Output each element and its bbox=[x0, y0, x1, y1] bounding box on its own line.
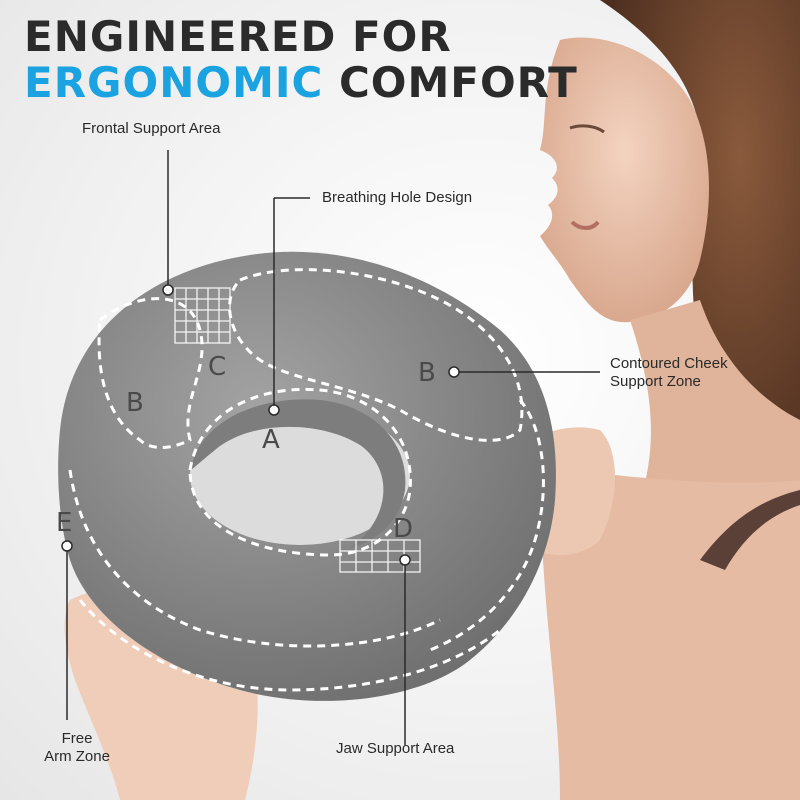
model-figure bbox=[540, 0, 800, 800]
callout-arm-line1: Free bbox=[61, 730, 93, 747]
callout-arm-zone: Free Arm Zone bbox=[42, 730, 112, 766]
dot-arm bbox=[61, 540, 73, 552]
dot-cheek bbox=[448, 366, 460, 378]
callout-cheek-support: Contoured Cheek Support Zone bbox=[610, 355, 728, 391]
headline-accent-word: ERGONOMIC bbox=[24, 58, 324, 107]
dot-jaw bbox=[399, 554, 411, 566]
callout-frontal-support: Frontal Support Area bbox=[82, 120, 221, 137]
callout-lines bbox=[66, 150, 600, 745]
callout-arm-line2: Arm Zone bbox=[44, 748, 110, 765]
pillow bbox=[58, 251, 556, 701]
zone-label-a: A bbox=[262, 425, 280, 455]
zone-label-b-left: B bbox=[126, 388, 144, 418]
zone-label-c: C bbox=[208, 352, 227, 382]
dot-frontal bbox=[162, 284, 174, 296]
callout-cheek-line2: Support Zone bbox=[610, 373, 701, 390]
headline-line1: ENGINEERED FOR bbox=[24, 12, 452, 61]
headline-rest: COMFORT bbox=[338, 58, 578, 107]
headline-line2: ERGONOMIC COMFORT bbox=[24, 62, 578, 104]
dot-breathing bbox=[268, 404, 280, 416]
callout-breathing-hole: Breathing Hole Design bbox=[322, 189, 473, 206]
zone-label-e: E bbox=[56, 508, 73, 538]
zone-label-d: D bbox=[393, 514, 414, 544]
callout-cheek-line1: Contoured Cheek bbox=[610, 355, 728, 372]
zone-label-b-right: B bbox=[418, 358, 436, 388]
callout-jaw-support: Jaw Support Area bbox=[336, 740, 455, 757]
